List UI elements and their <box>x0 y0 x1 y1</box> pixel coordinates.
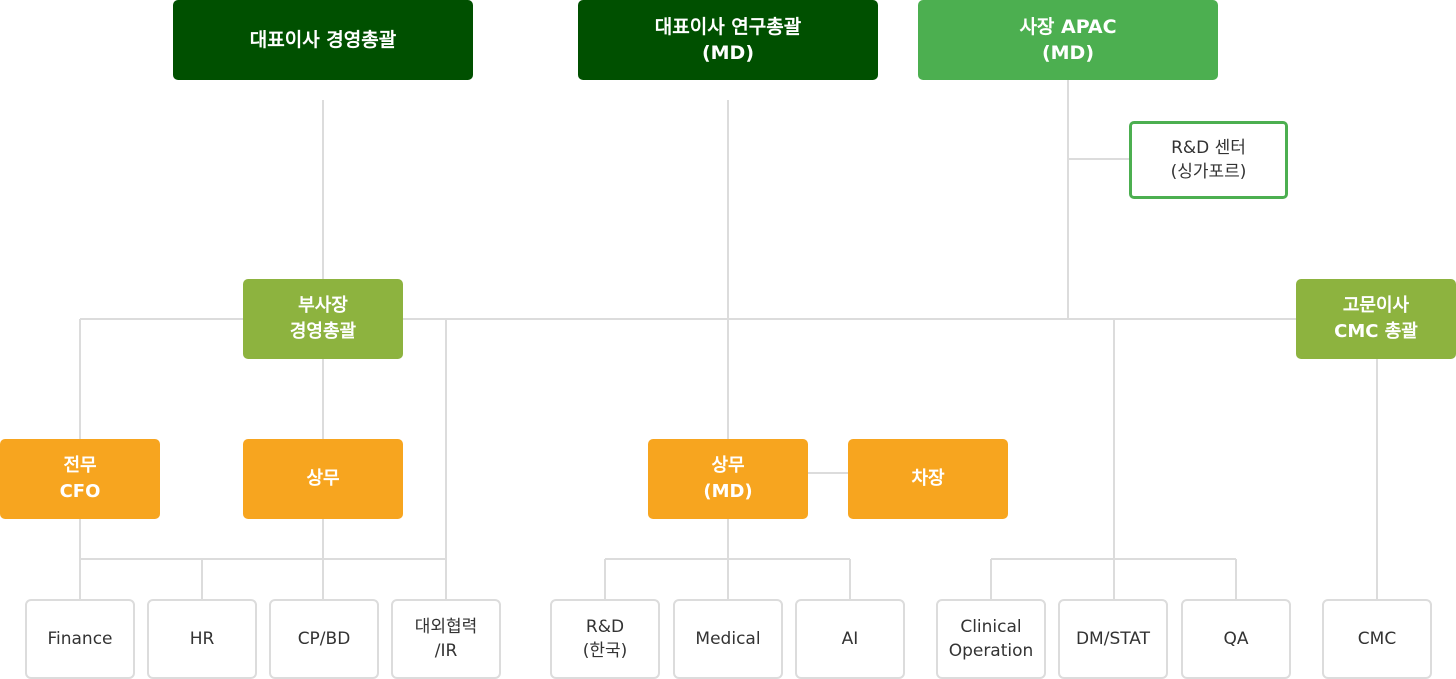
leaf-ai: AI <box>795 599 905 679</box>
deputy-director-box: 차장 <box>848 439 1008 519</box>
advisor-cmc-label: 고문이사 CMC 총괄 <box>1334 295 1418 342</box>
leaf-clinical-operation: Clinical Operation <box>936 599 1046 679</box>
leaf-finance-label: Finance <box>47 629 113 649</box>
leaf-qa-label: QA <box>1223 629 1249 649</box>
leaf-clinical-operation-label: Clinical Operation <box>948 617 1034 661</box>
rd-center-label: R&D 센터 (싱가포르) <box>1170 138 1247 182</box>
vp-management-box: 부사장 경영총괄 <box>243 279 403 359</box>
leaf-dm-stat-label: DM/STAT <box>1075 629 1151 649</box>
leaf-qa: QA <box>1181 599 1291 679</box>
leaf-cmc-label: CMC <box>1357 629 1397 649</box>
president-apac-label: 사장 APAC (MD) <box>1019 16 1117 64</box>
leaf-medical-label: Medical <box>695 629 761 649</box>
ceo-research-box: 대표이사 연구총괄 (MD) <box>578 0 878 80</box>
cfo-box: 전무 CFO <box>0 439 160 519</box>
leaf-dm-stat: DM/STAT <box>1058 599 1168 679</box>
leaf-rd-korea-label: R&D (한국) <box>582 617 628 661</box>
managing-director-md-label: 상무 (MD) <box>703 455 753 502</box>
advisor-cmc-box: 고문이사 CMC 총괄 <box>1296 279 1456 359</box>
ceo-research-label: 대표이사 연구총괄 (MD) <box>654 16 802 64</box>
vp-management-label: 부사장 경영총괄 <box>289 295 357 342</box>
leaf-hr-label: HR <box>189 629 215 649</box>
deputy-director-label: 차장 <box>911 468 945 489</box>
leaf-ai-label: AI <box>841 629 859 649</box>
managing-director-label: 상무 <box>306 468 340 489</box>
leaf-rd-korea: R&D (한국) <box>550 599 660 679</box>
managing-director-md-box: 상무 (MD) <box>648 439 808 519</box>
managing-director-box: 상무 <box>243 439 403 519</box>
leaf-medical: Medical <box>673 599 783 679</box>
leaf-hr: HR <box>147 599 257 679</box>
leaf-cp-bd: CP/BD <box>269 599 379 679</box>
rd-center-box: R&D 센터 (싱가포르) <box>1129 121 1288 199</box>
cfo-label: 전무 CFO <box>59 455 101 502</box>
president-apac-box: 사장 APAC (MD) <box>918 0 1218 80</box>
leaf-cp-bd-label: CP/BD <box>297 629 351 649</box>
leaf-cmc: CMC <box>1322 599 1432 679</box>
leaf-ir-label: 대외협력 /IR <box>414 617 478 661</box>
leaf-ir: 대외협력 /IR <box>391 599 501 679</box>
leaf-finance: Finance <box>25 599 135 679</box>
ceo-management-box: 대표이사 경영총괄 <box>173 0 473 80</box>
ceo-management-label: 대표이사 경영총괄 <box>249 29 397 51</box>
